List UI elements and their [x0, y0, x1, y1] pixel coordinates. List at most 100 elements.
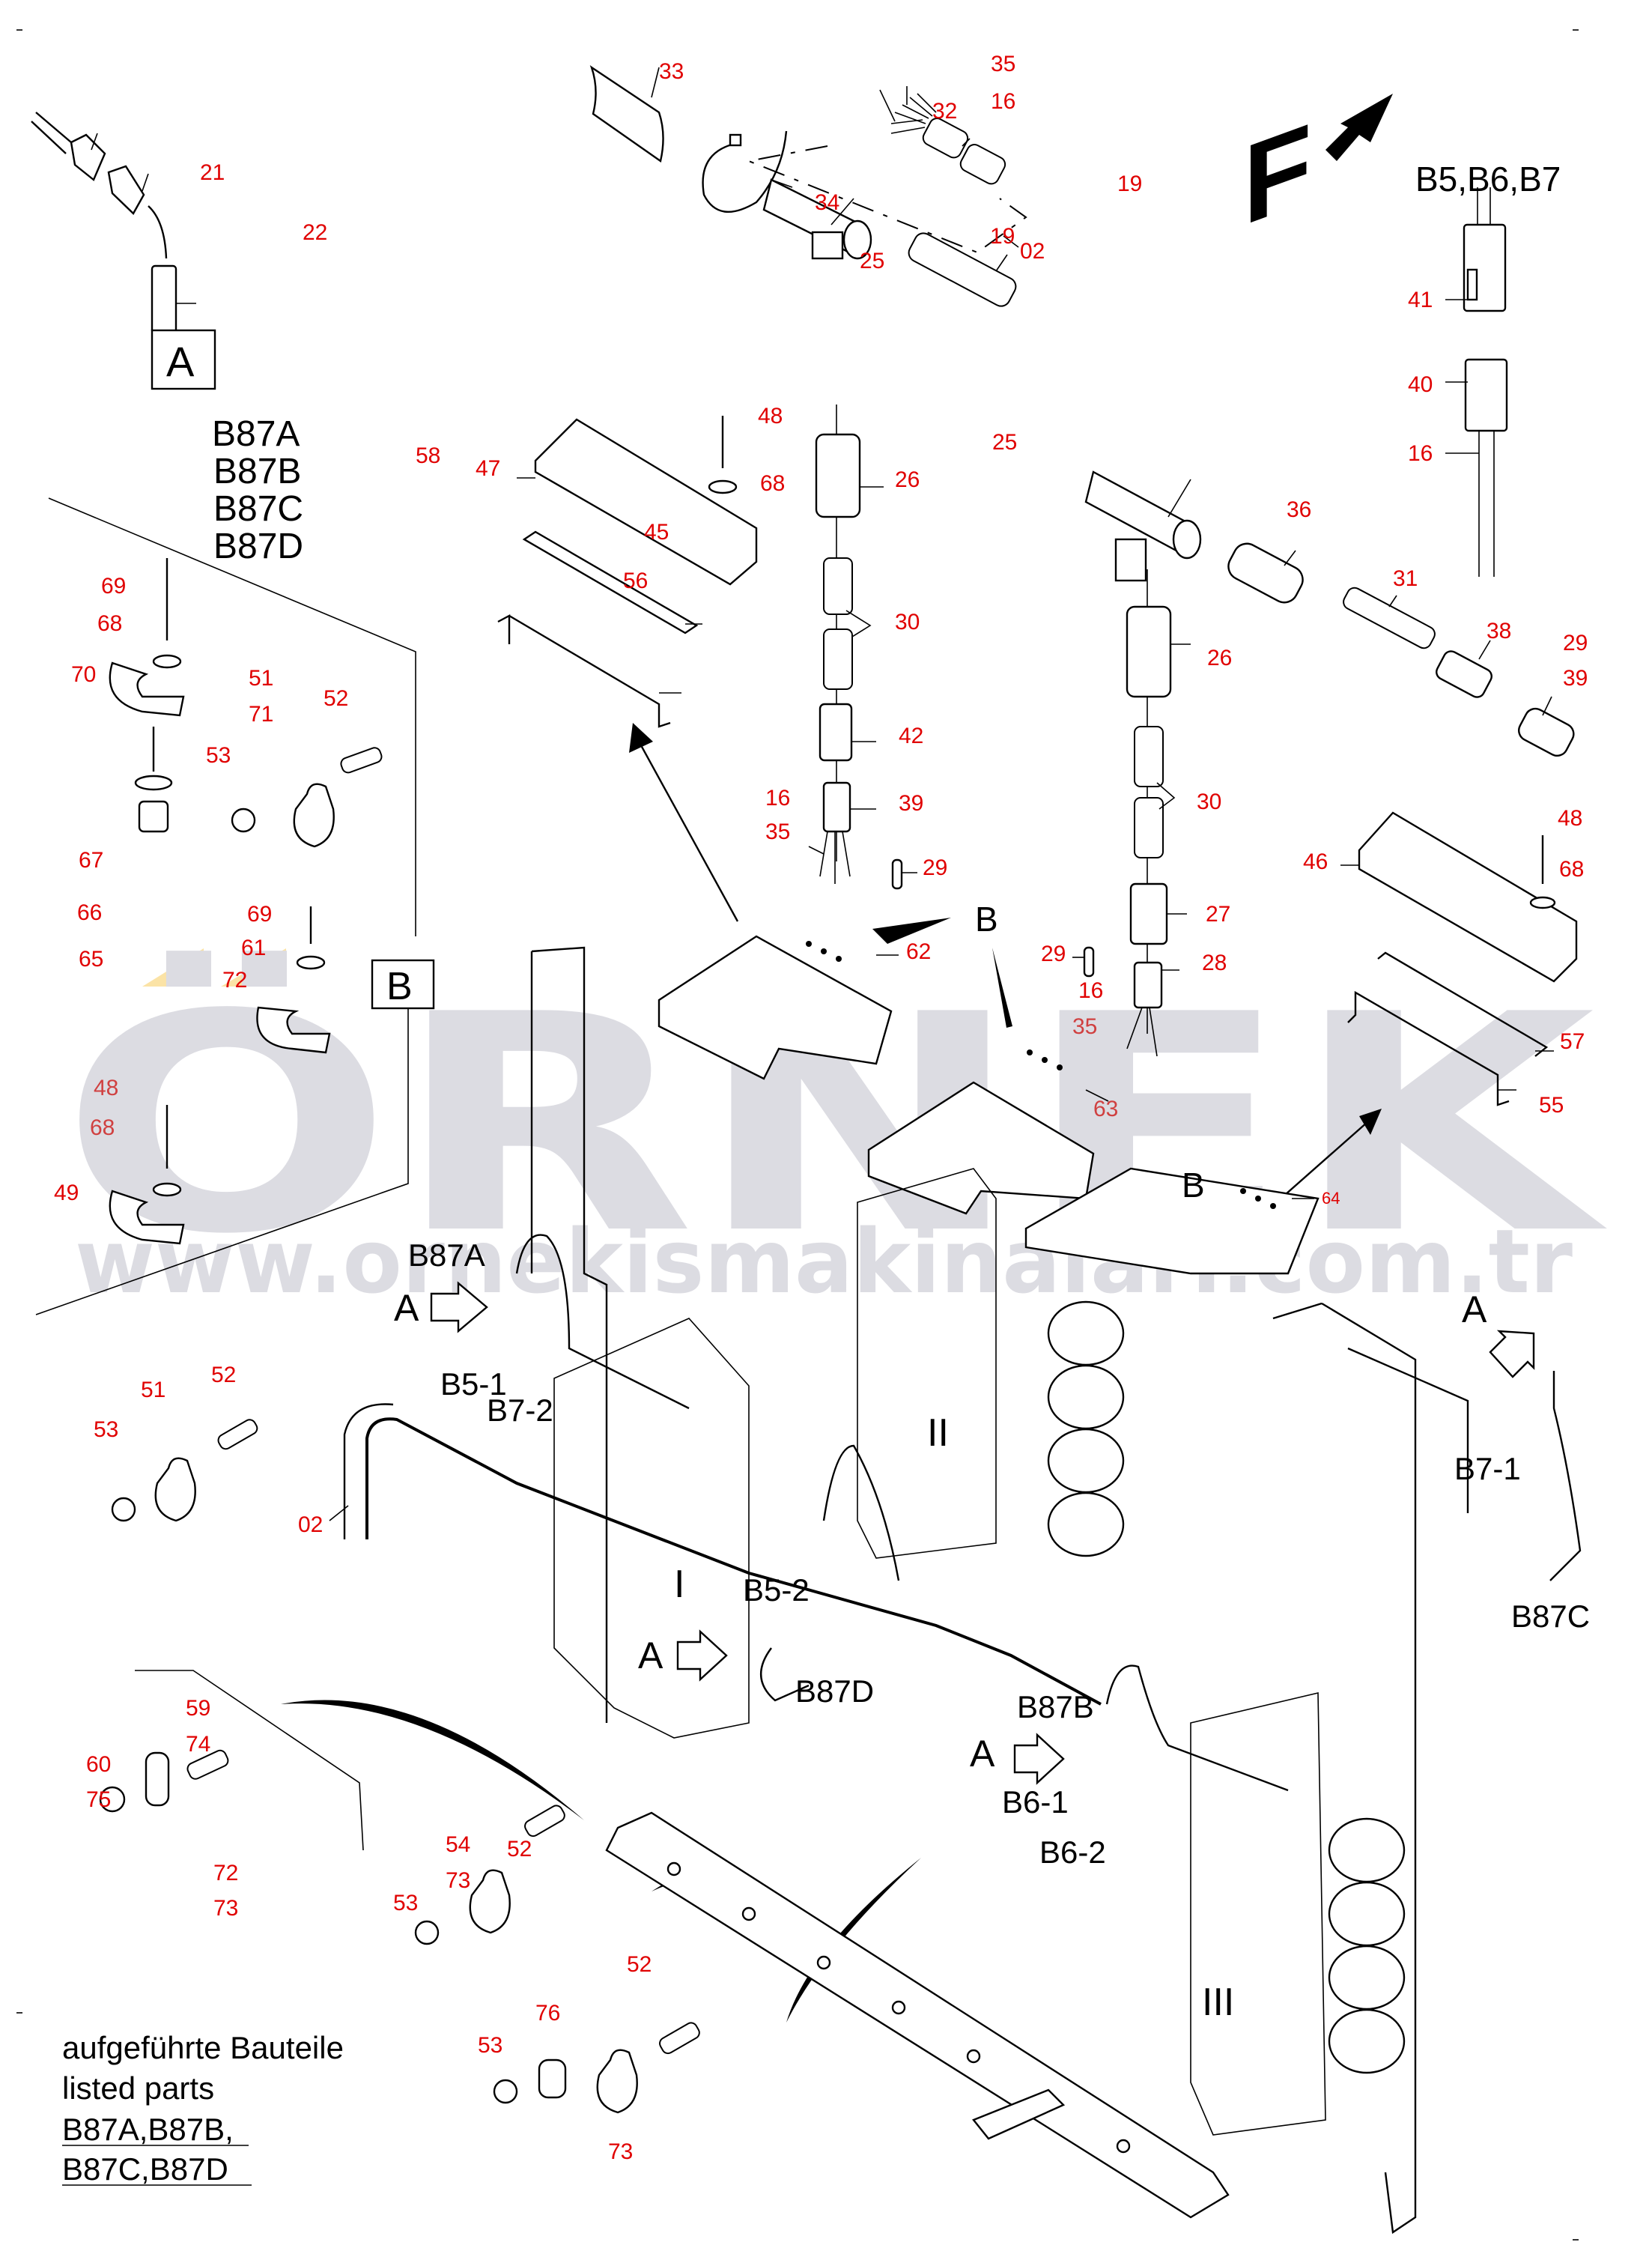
callout-b6-1: B6-1	[1002, 1784, 1069, 1820]
callout-b5-1: B5-1	[440, 1366, 507, 1402]
bracket-45	[522, 530, 699, 634]
part-label-26: 26	[1207, 646, 1232, 670]
clamp-73b-icon	[596, 2049, 638, 2114]
stud-52d-icon	[659, 2022, 700, 2055]
tape-33-icon	[589, 65, 664, 163]
detail-b-label: B	[386, 965, 413, 1008]
part-label-68: 68	[90, 1115, 115, 1140]
footnote-parts-line1: B87A,B87B,	[62, 2112, 234, 2147]
block-ii-outline	[857, 1168, 997, 1559]
pin-29-right	[1083, 946, 1095, 978]
tee-25b-end	[1172, 519, 1202, 560]
spacer-65-icon	[138, 800, 169, 833]
part-label-19: 19	[1117, 172, 1142, 196]
rail-hole	[666, 1861, 681, 1876]
gland-28	[1133, 961, 1163, 1009]
part-label-52: 52	[627, 1952, 652, 1977]
conduit-19-top	[922, 118, 1006, 185]
part-label-26: 26	[895, 467, 920, 492]
cover-46	[1358, 811, 1578, 983]
part-label-52: 52	[507, 1837, 532, 1861]
part-label-68: 68	[760, 471, 785, 496]
dot	[806, 941, 812, 947]
watermark-accent-right	[221, 948, 286, 987]
watermark-url: www.ornekismakinalari.com.tr	[75, 1210, 1573, 1313]
manifold-62	[658, 935, 893, 1080]
arrow-a-2-icon	[676, 1629, 728, 1682]
clamp-73a-icon	[469, 1869, 511, 1934]
nut-53a-icon	[231, 808, 256, 833]
leader-33	[651, 67, 660, 98]
nut-53c-icon	[414, 1920, 440, 1945]
leader-32	[879, 89, 896, 122]
rail-hole	[741, 1906, 756, 1921]
callout-b87d: B87D	[795, 1673, 874, 1709]
rail-hole	[891, 2000, 906, 2015]
view-arrows-a	[430, 1281, 1535, 1785]
part-label-29: 29	[923, 855, 947, 880]
block-i-outline	[553, 1318, 750, 1739]
part-label-02: 02	[1020, 239, 1045, 264]
part-number-labels: 33 34 35 16 32 19 25 02 19 25 48 68 26 4…	[54, 52, 1588, 2164]
clamp-76-icon	[538, 2058, 567, 2099]
dot	[1240, 1188, 1246, 1194]
part-label-16: 16	[1408, 441, 1433, 466]
part-label-69: 69	[247, 902, 272, 927]
part-label-68: 68	[1559, 857, 1584, 882]
dot	[1255, 1196, 1261, 1202]
stud-52b-icon	[217, 1419, 258, 1450]
gland-39-left	[822, 781, 851, 833]
part-label-74: 74	[186, 1732, 210, 1757]
part-label-76: 76	[535, 2001, 560, 2026]
part-label-75: 75	[86, 1787, 111, 1812]
part-label-73: 73	[213, 1896, 238, 1921]
conduit-19b	[959, 144, 1006, 185]
part-label-47: 47	[476, 456, 500, 481]
part-label-69: 69	[101, 574, 126, 599]
nut-27	[1129, 882, 1168, 945]
part-label-52: 52	[324, 686, 348, 711]
callout-b7-2: B7-2	[487, 1393, 553, 1428]
bracket-57	[1377, 951, 1549, 1057]
part-label-34: 34	[815, 190, 839, 215]
cable-b5-2	[822, 1444, 900, 1581]
part-label-22: 22	[303, 220, 327, 245]
cable-b87c	[1549, 1371, 1582, 1581]
part-label-46: 46	[1303, 849, 1328, 874]
part-label-62: 62	[906, 939, 931, 964]
detail-a-label: A	[166, 338, 195, 385]
valve-block-i: I	[674, 1563, 684, 1606]
part-label-73: 73	[446, 1868, 470, 1893]
dot	[821, 948, 827, 954]
arrow-to-56	[631, 730, 739, 922]
coupler-26-left	[815, 433, 861, 518]
bottom-detail-boundary	[135, 1670, 364, 1851]
pointer-b-63	[992, 948, 1012, 1028]
clamp-group-bottom	[99, 1670, 700, 2114]
part-label-16: 16	[1078, 978, 1103, 1003]
part-label-61: 61	[241, 936, 266, 960]
wire-bundle-top	[879, 86, 937, 134]
part-label-41: 41	[1408, 288, 1433, 312]
pin-29-left	[891, 858, 903, 890]
washer-68-center	[708, 479, 738, 494]
arrow-to-56-head	[629, 723, 653, 753]
detail-a-box	[151, 329, 216, 390]
part-label-73: 73	[608, 2139, 633, 2164]
pointer-b-62	[872, 918, 951, 944]
part-label-53: 53	[206, 743, 231, 768]
part-label-51: 51	[249, 666, 273, 691]
tee-25a	[762, 178, 872, 260]
leader-19-mid	[995, 254, 1008, 272]
conduit-30a-right	[1134, 726, 1164, 787]
part-label-38: 38	[1487, 619, 1511, 643]
part-label-68: 68	[97, 611, 122, 636]
block-iii-outline	[1190, 1691, 1326, 2136]
part-label-66: 66	[77, 900, 102, 925]
sensor-label-b87d: B87D	[213, 527, 303, 566]
washer-68b	[152, 1182, 182, 1197]
dot	[1057, 1064, 1063, 1070]
rail-hole	[966, 2049, 981, 2064]
part-label-25: 25	[992, 430, 1017, 455]
